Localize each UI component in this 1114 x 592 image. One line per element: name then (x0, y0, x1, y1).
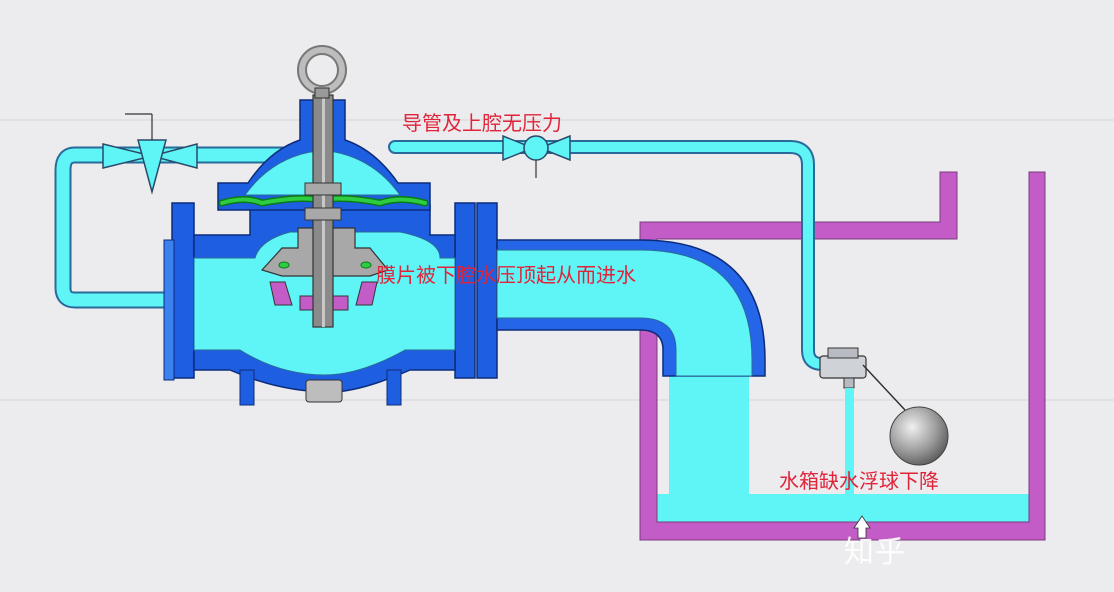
outlet-water-column (669, 375, 749, 495)
zhihu-watermark: 知乎 (844, 535, 906, 570)
outlet-flange (454, 202, 476, 379)
pilot-tubing (54, 140, 829, 371)
valve-seat (269, 281, 293, 306)
water-tank (639, 171, 1046, 541)
ball-valve (502, 134, 571, 178)
background-lines (0, 119, 1114, 401)
inlet-flange (171, 202, 195, 379)
tank-float-drops-label: 水箱缺水浮球下降 (779, 469, 939, 493)
pilot-no-pressure-label: 导管及上腔无压力 (402, 111, 562, 135)
needle-valve (102, 113, 198, 195)
diaphragm-lifted-label: 膜片被下腔水压顶起从而进水 (376, 263, 636, 287)
main-valve (163, 45, 498, 406)
tank-wall (639, 171, 1046, 541)
float-pilot-valve (819, 347, 906, 494)
pilot-water-stream (845, 388, 854, 494)
outlet-pipe (496, 239, 766, 377)
outlet-pipe-water (496, 249, 753, 377)
water-level-arrow (853, 515, 871, 539)
float-ball (889, 406, 949, 466)
